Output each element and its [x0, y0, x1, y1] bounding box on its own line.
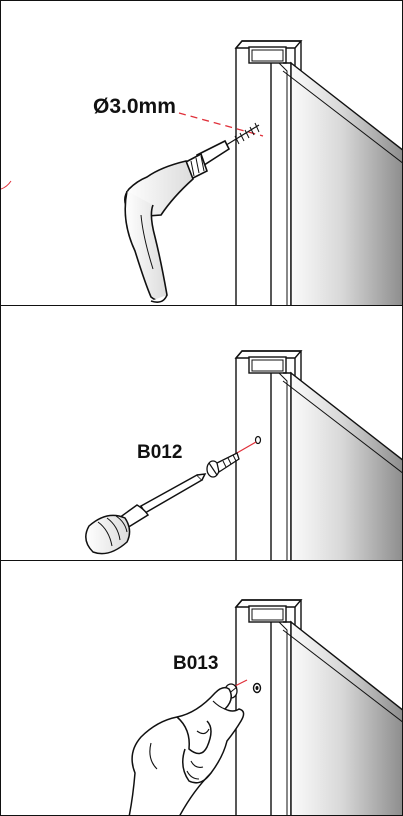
step-screw-panel: B012 [0, 305, 403, 561]
drill-size-label: Ø3.0mm [93, 95, 176, 118]
drill-guide-line [178, 112, 264, 137]
edge-guide-mark [1, 180, 12, 190]
step-cap-panel: B013 [0, 560, 403, 816]
screwdriver-icon [85, 473, 207, 555]
profile-assembly-3 [234, 599, 402, 815]
screw-icon [206, 452, 240, 478]
hand-icon [128, 686, 245, 815]
cap-code-label: B013 [173, 653, 218, 674]
step-drill-panel: Ø3.0mm [0, 0, 403, 306]
profile-assembly-2 [234, 350, 402, 560]
drill-icon [124, 122, 260, 303]
profile-assembly [234, 40, 402, 305]
screw-code-label: B012 [137, 442, 182, 463]
drilled-hole [254, 435, 262, 445]
